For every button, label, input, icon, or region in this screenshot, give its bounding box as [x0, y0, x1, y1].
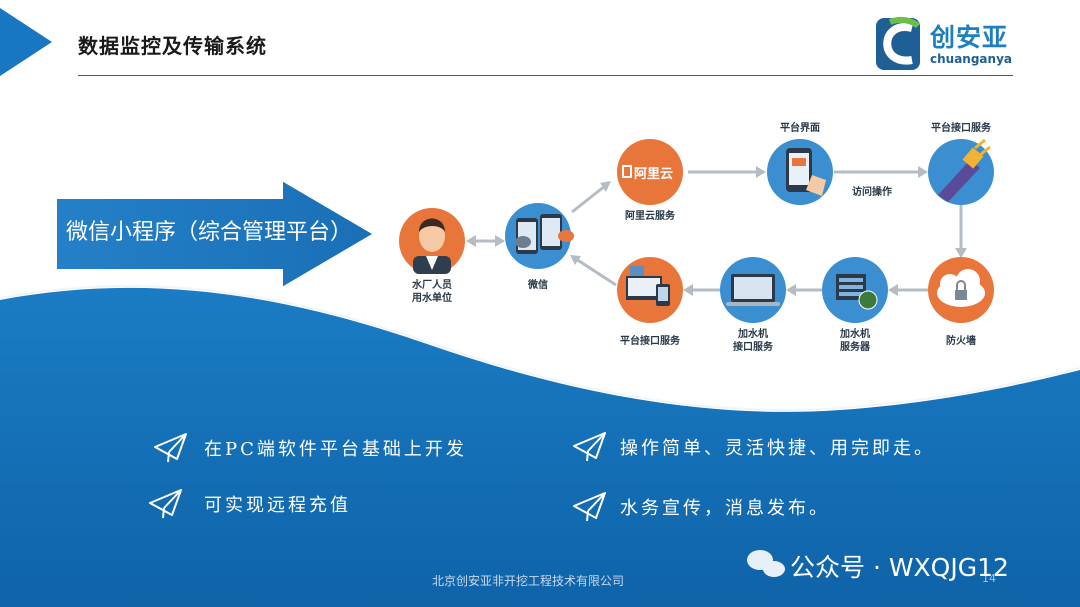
staff-label-line1: 水厂人员	[412, 280, 452, 291]
wechat-icon	[747, 550, 785, 577]
dispenser-server-label-line1: 加水机	[840, 329, 870, 340]
aliyun-logo-text: 阿里云	[634, 167, 674, 182]
platform-api-top-label: 平台接口服务	[931, 123, 991, 134]
platform-api-top-node	[928, 138, 994, 205]
dispenser-api-label-line1: 加水机	[738, 329, 768, 340]
header-divider	[78, 75, 1013, 76]
platform-ui-node	[767, 139, 833, 205]
aliyun-label: 阿里云服务	[625, 211, 675, 222]
staff-node	[399, 208, 465, 274]
footer-company: 北京创安亚非开挖工程技术有限公司	[432, 574, 625, 588]
feature-item: 操作简单、灵活快捷、用完即走。	[620, 438, 935, 459]
paper-plane-icon	[154, 433, 187, 463]
page-number: 14	[982, 572, 996, 585]
dispenser-server-label: 加水机 服务器	[800, 328, 910, 354]
paper-plane-icon	[573, 432, 606, 462]
dispenser-server-label-line2: 服务器	[840, 342, 870, 353]
logo-mark	[876, 16, 921, 70]
paper-plane-icon	[149, 489, 182, 519]
platform-api-bottom-label: 平台接口服务	[620, 336, 680, 347]
wechat-node	[505, 203, 574, 269]
platform-api-bottom-node	[617, 257, 683, 323]
page-title: 数据监控及传输系统	[78, 34, 267, 58]
dispenser-server-node	[822, 257, 888, 323]
dispenser-api-label: 加水机 接口服务	[698, 328, 808, 354]
logo-name-en: chuanganya	[930, 52, 1012, 66]
entry-arrow-shape	[55, 178, 376, 290]
staff-label-line2: 用水单位	[412, 293, 452, 304]
firewall-node	[928, 257, 994, 323]
aliyun-node	[617, 139, 683, 205]
corner-triangle	[0, 8, 52, 76]
wechat-label: 微信	[528, 280, 548, 291]
firewall-label: 防火墙	[946, 336, 976, 347]
dispenser-api-label-line2: 接口服务	[733, 342, 773, 353]
dispenser-api-node	[720, 257, 786, 323]
feature-item: 在PC端软件平台基础上开发	[204, 439, 467, 460]
entry-arrow-label: 微信小程序（综合管理平台）	[66, 220, 353, 245]
platform-ui-label: 平台界面	[780, 123, 820, 134]
staff-label: 水厂人员 用水单位	[377, 279, 487, 305]
paper-plane-icon	[573, 492, 606, 522]
watermark-text: 公众号 · WXQJG12	[790, 553, 1009, 582]
access-edge-label: 访问操作	[852, 187, 892, 198]
logo-name-cn: 创安亚	[930, 23, 1009, 52]
feature-item: 水务宣传，消息发布。	[620, 498, 830, 519]
feature-item: 可实现远程充值	[204, 495, 351, 516]
